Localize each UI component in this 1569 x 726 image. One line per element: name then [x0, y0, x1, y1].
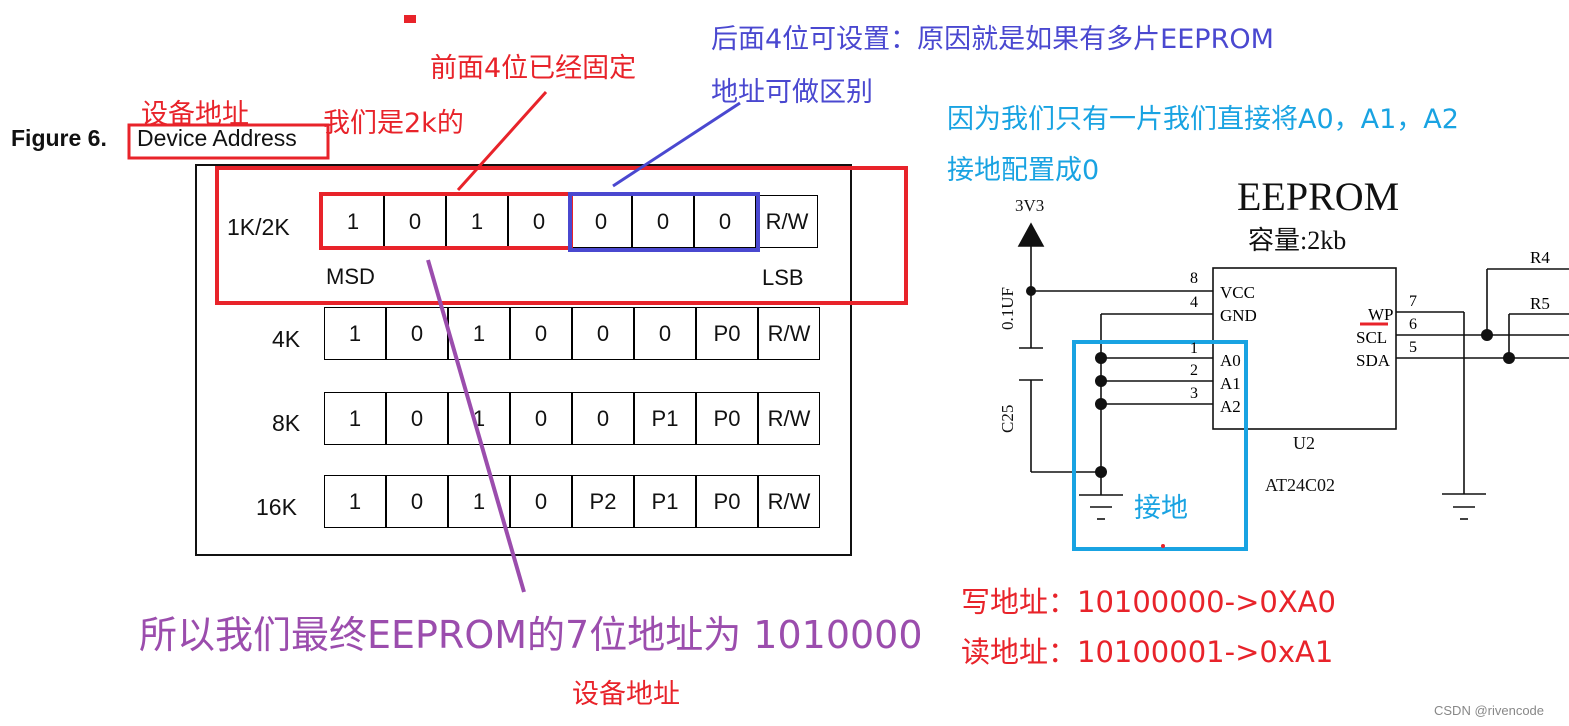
schematic-capacity: 容量:2kb [1248, 226, 1347, 255]
bit-cell: 0 [510, 392, 572, 445]
pin-name: SDA [1356, 351, 1391, 370]
resistor-label: R5 [1530, 294, 1550, 313]
last4-settable-note: 后面4位可设置：原因就是如果有多片EEPROM [711, 24, 1274, 55]
last-bits-highlight [568, 192, 760, 252]
device-address-note-bottom: 设备地址 [572, 679, 680, 710]
bit-cell: 1 [446, 195, 508, 248]
lsb-label: LSB [762, 265, 804, 290]
bit-cell: 0 [386, 392, 448, 445]
first4-bits-highlight [319, 192, 573, 250]
bit-cell: 0 [386, 475, 448, 528]
bit-cell: 1 [324, 307, 386, 360]
row-label-1k2k: 1K/2K [227, 214, 290, 240]
address-pins-highlight [1072, 340, 1248, 551]
pin-name: SCL [1356, 328, 1388, 347]
ground-config-note: 接地配置成0 [947, 155, 1100, 186]
figure-border [195, 164, 852, 556]
row-label-4k: 4K [272, 326, 301, 352]
pin-number: 8 [1190, 270, 1198, 287]
bit-cell: 1 [448, 307, 510, 360]
pin-name: WP [1368, 305, 1394, 324]
figure-number: Figure 6. [11, 125, 107, 151]
pin-number: 6 [1409, 316, 1417, 333]
rw-cell: R/W [758, 307, 820, 360]
row-1k2k-highlight [215, 166, 908, 305]
bit-cell: P1 [634, 392, 696, 445]
bit-cell: P0 [696, 392, 758, 445]
row-label-8k: 8K [272, 410, 301, 436]
row-label-16k: 16K [256, 494, 297, 520]
bit-cell: P0 [696, 475, 758, 528]
chip-ref-label: U2 [1293, 433, 1315, 453]
bit-cell: 1 [324, 475, 386, 528]
chip-body [1212, 267, 1397, 430]
only-one-chip-note: 因为我们只有一片我们直接将A0，A1，A2 [947, 104, 1459, 135]
first4-pointer-line [456, 90, 548, 192]
red-mark [404, 15, 416, 23]
bit-cell: 1 [324, 392, 386, 445]
we-are-2k-note: 我们是2k的 [323, 108, 464, 139]
pin-name: A1 [1220, 374, 1241, 393]
pin-number: 3 [1190, 385, 1198, 402]
msd-label: MSD [326, 264, 375, 289]
pin-name: A0 [1220, 351, 1241, 370]
device-address-highlight [127, 123, 330, 160]
watermark: CSDN @rivencode [1434, 703, 1545, 718]
supply-label: 3V3 [1015, 196, 1045, 215]
read-address-note: 读地址：10100001->0xA1 [961, 635, 1334, 669]
bit-cell: 0 [510, 307, 572, 360]
bit-cell: 0 [634, 307, 696, 360]
bit-cell: P2 [572, 475, 634, 528]
final-address-note: 所以我们最终EEPROM的7位地址为 1010000 [139, 613, 923, 657]
pin-number: 4 [1190, 294, 1198, 311]
bit-cell: P0 [696, 307, 758, 360]
bit-cell: 0 [572, 392, 634, 445]
bit-cell: 0 [384, 195, 446, 248]
bit-cell: 0 [510, 475, 572, 528]
resistor-label: R4 [1530, 248, 1550, 267]
bit-cell: 0 [694, 195, 756, 248]
pin-number: 2 [1190, 362, 1198, 379]
rw-cell: R/W [758, 475, 820, 528]
rw-cell: R/W [758, 392, 820, 445]
pin-name: A2 [1220, 397, 1241, 416]
ground-label: 接地 [1134, 493, 1188, 524]
pin-name: VCC [1220, 283, 1255, 302]
first4-fixed-note: 前面4位已经固定 [430, 53, 637, 84]
pin-number: 1 [1190, 340, 1198, 357]
bit-cell: 0 [572, 307, 634, 360]
last4-distinguish-note: 地址可做区别 [711, 77, 873, 108]
rw-cell: R/W [756, 195, 818, 248]
cap-value-label: 0.1UF [998, 287, 1017, 330]
figure-title: Device Address [137, 125, 297, 151]
last4-pointer-line [612, 101, 741, 188]
write-address-note: 写地址：10100000->0XA0 [961, 585, 1336, 619]
device-address-note-top: 设备地址 [141, 99, 249, 130]
pin-name: GND [1220, 306, 1257, 325]
bit-cell: 0 [632, 195, 694, 248]
pin-number: 7 [1409, 293, 1417, 310]
chip-part-label: AT24C02 [1265, 475, 1336, 495]
cap-ref-label: C25 [998, 404, 1017, 433]
bit-cell: 0 [570, 195, 632, 248]
bit-cell: P1 [634, 475, 696, 528]
supply-arrow [1017, 222, 1045, 247]
schematic-title: EEPROM [1237, 174, 1400, 219]
pin-number: 5 [1409, 339, 1417, 356]
final-pointer-line [426, 259, 526, 593]
bit-cell: 1 [448, 475, 510, 528]
